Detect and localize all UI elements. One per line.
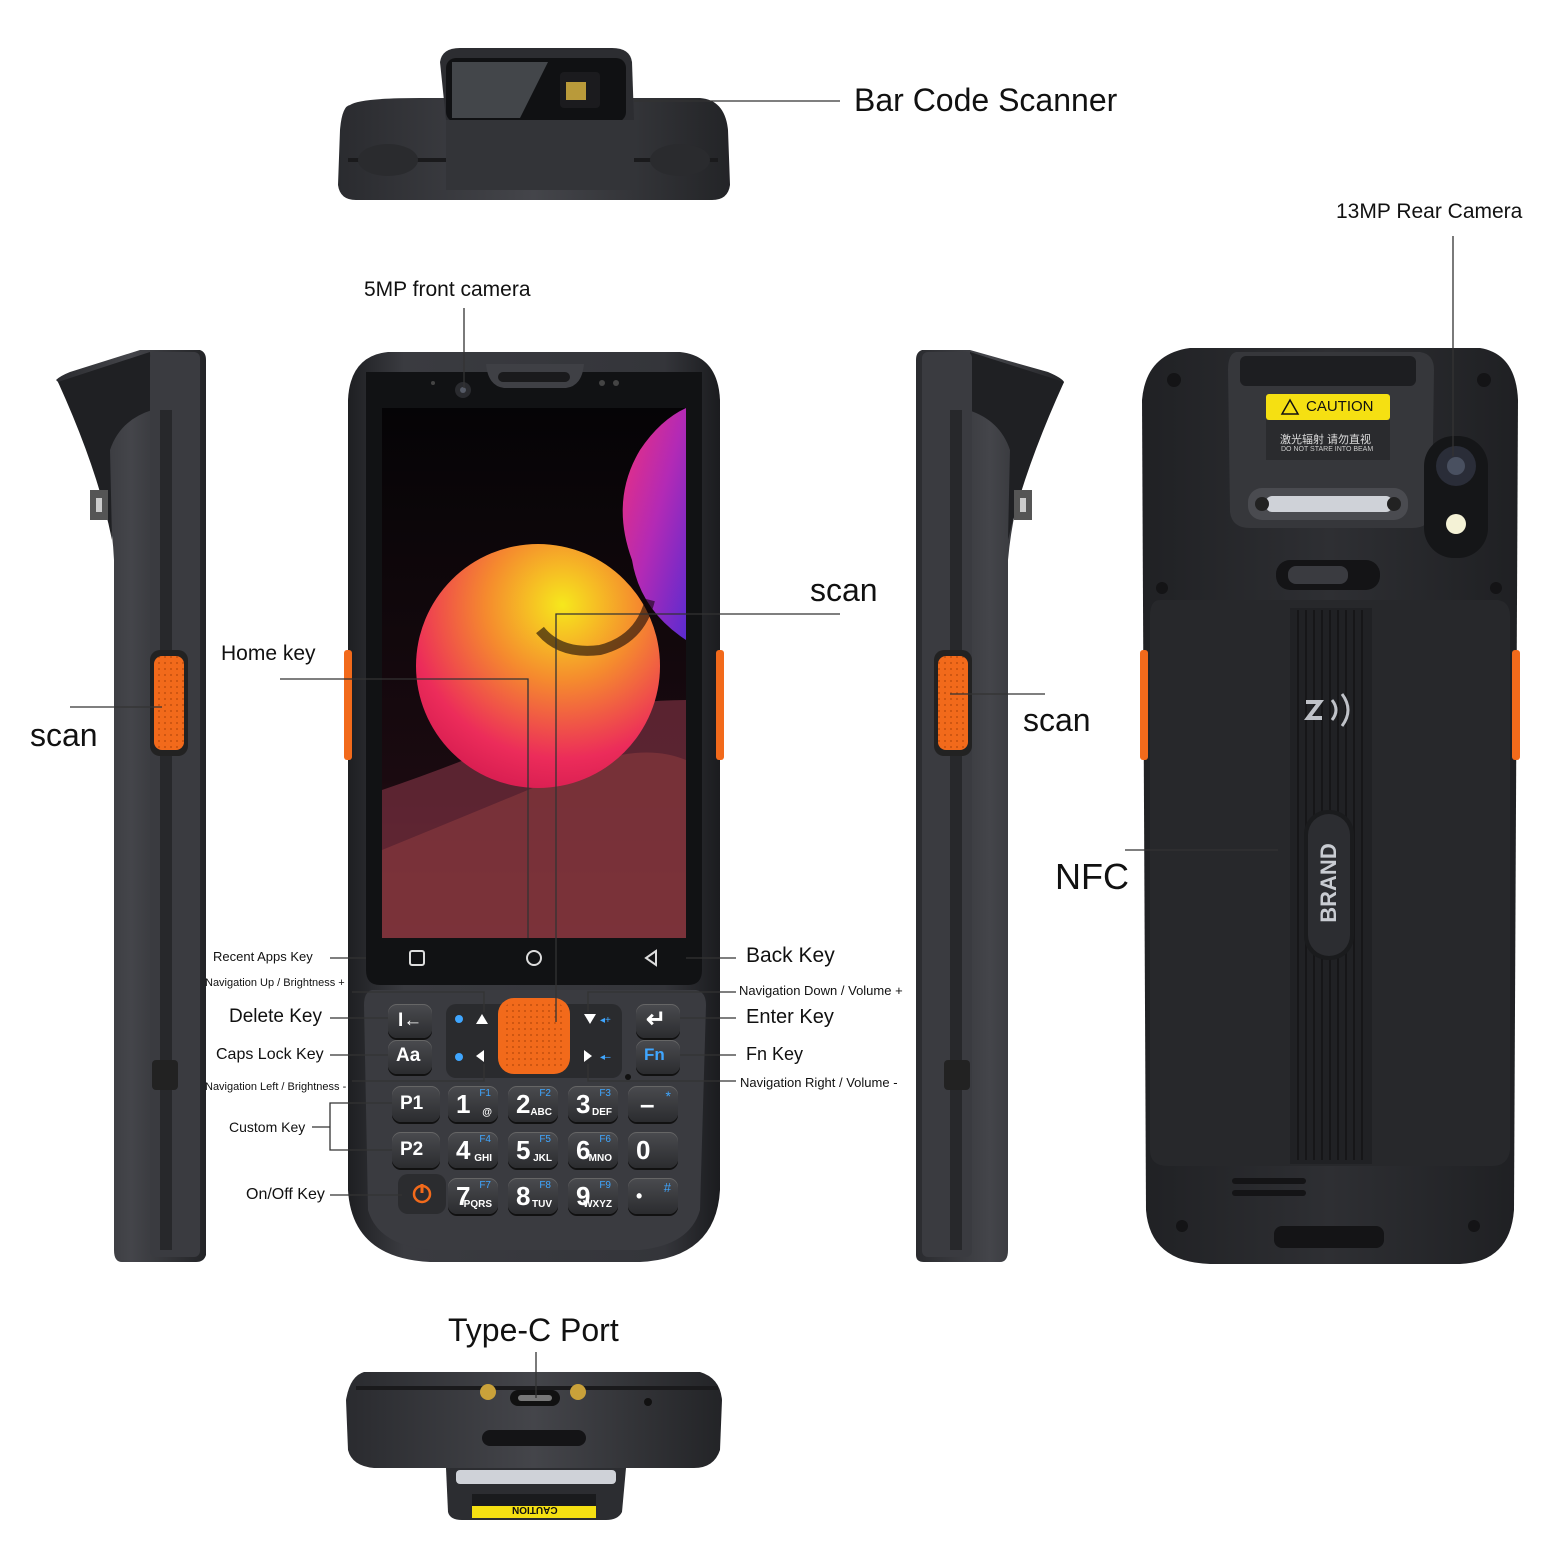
p1-key[interactable]: P1 xyxy=(392,1086,440,1122)
label-nav-down: Navigation Down / Volume + xyxy=(739,983,903,998)
caution-label: CAUTION xyxy=(1306,398,1374,415)
brand-text: BRAND xyxy=(1316,843,1341,923)
label-nav-up: Navigation Up / Brightness + xyxy=(205,977,345,989)
label-rear-camera: 13MP Rear Camera xyxy=(1336,200,1523,223)
caution-chinese-text: 激光辐射 请勿直视 xyxy=(1280,434,1372,446)
label-front-camera: 5MP front camera xyxy=(364,278,531,301)
svg-text:◂+: ◂+ xyxy=(600,1015,611,1026)
label-scan-right: scan xyxy=(1023,702,1091,738)
delete-key[interactable]: I← xyxy=(388,1004,432,1038)
front-device: ◂+ ◂– xyxy=(344,352,724,1262)
label-fn-key: Fn Key xyxy=(746,1044,804,1064)
minus-key[interactable]: –* xyxy=(628,1086,678,1122)
svg-text:◂–: ◂– xyxy=(600,1052,611,1063)
back-device xyxy=(1140,348,1520,1264)
fn-key[interactable]: Fn xyxy=(636,1040,680,1074)
label-bar-code-scanner: Bar Code Scanner xyxy=(854,82,1118,118)
right-side-device xyxy=(916,350,1064,1262)
p2-key[interactable]: P2 xyxy=(392,1132,440,1168)
bottom-view-device xyxy=(346,1372,722,1520)
left-side-device xyxy=(56,350,206,1262)
caution-english-text: DO NOT STARE INTO BEAM xyxy=(1281,446,1374,453)
label-delete-key: Delete Key xyxy=(229,1006,322,1027)
label-scan-left: scan xyxy=(30,717,98,753)
label-on-off-key: On/Off Key xyxy=(246,1186,325,1203)
label-custom-key: Custom Key xyxy=(229,1119,306,1135)
label-nfc: NFC xyxy=(1055,856,1129,897)
enter-key[interactable]: ↵ xyxy=(636,1004,680,1038)
label-back-key: Back Key xyxy=(746,944,835,967)
label-caps-lock-key: Caps Lock Key xyxy=(216,1046,324,1063)
key-0[interactable]: 0 xyxy=(628,1132,678,1168)
caps-lock-key[interactable]: Aa xyxy=(388,1040,432,1074)
bottom-caution-text: CAUTION xyxy=(512,1504,558,1515)
label-nav-left: Navigation Left / Brightness - xyxy=(205,1081,347,1093)
label-enter-key: Enter Key xyxy=(746,1006,834,1028)
dot-key[interactable]: •# xyxy=(628,1178,678,1214)
label-recent-apps-key: Recent Apps Key xyxy=(213,949,313,964)
top-view-device xyxy=(338,48,730,200)
label-scan-center: scan xyxy=(810,572,878,608)
label-type-c-port: Type-C Port xyxy=(448,1312,619,1348)
label-nav-right: Navigation Right / Volume - xyxy=(740,1075,898,1090)
leader-lines xyxy=(70,100,1454,1398)
label-home-key: Home key xyxy=(221,642,316,665)
